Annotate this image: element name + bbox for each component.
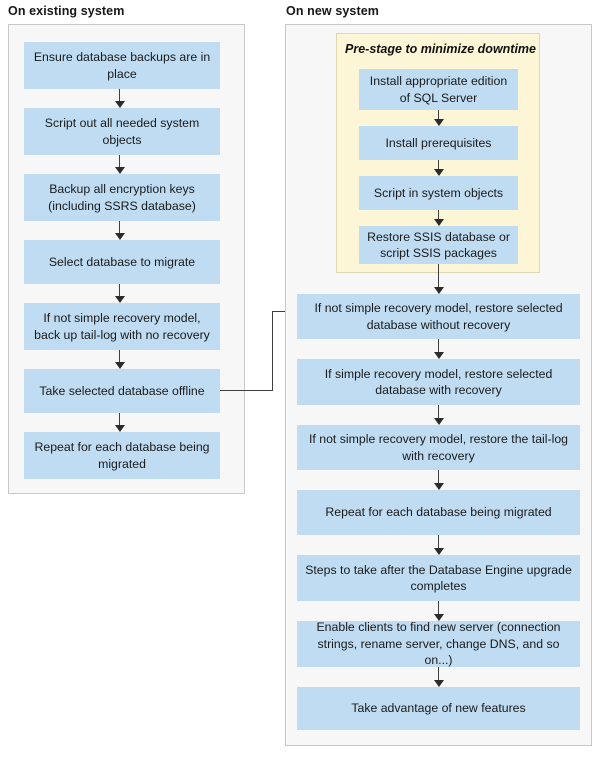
node-take-offline[interactable]: Take selected database offline <box>24 369 220 413</box>
connector-ensure-backups-to-script-system-objects <box>114 89 125 108</box>
connector-script-in-system-objects-to-restore-ssis <box>433 210 444 226</box>
node-repeat-each-database-new[interactable]: Repeat for each database being migrated <box>297 490 580 535</box>
node-take-advantage[interactable]: Take advantage of new features <box>297 687 580 730</box>
connector-backup-tail-log-to-take-offline <box>114 350 125 369</box>
connector-restore-with-recovery-to-restore-tail-log <box>433 405 444 425</box>
connector-script-system-objects-to-backup-encryption-keys <box>114 155 125 174</box>
node-ensure-backups[interactable]: Ensure database backups are in place <box>24 42 220 89</box>
node-post-upgrade-steps[interactable]: Steps to take after the Database Engine … <box>297 555 580 601</box>
connector-restore-tail-log-to-repeat-each-database-new <box>433 470 444 490</box>
node-backup-encryption-keys[interactable]: Backup all encryption keys (including SS… <box>24 174 220 221</box>
node-install-prerequisites[interactable]: Install prerequisites <box>359 126 518 160</box>
node-enable-clients[interactable]: Enable clients to find new server (conne… <box>297 620 580 667</box>
node-restore-tail-log[interactable]: If not simple recovery model, restore th… <box>297 425 580 470</box>
node-script-in-system-objects[interactable]: Script in system objects <box>359 176 518 210</box>
node-install-edition[interactable]: Install appropriate edition of SQL Serve… <box>359 69 518 110</box>
node-repeat-each-database[interactable]: Repeat for each database being migrated <box>24 432 220 479</box>
connector-enable-clients-to-take-advantage <box>433 667 444 687</box>
connector-restore-without-recovery-to-restore-with-recovery <box>433 339 444 359</box>
connector-restore-ssis-to-restore-without-recovery <box>433 264 444 294</box>
connector-install-prerequisites-to-script-in-system-objects <box>433 160 444 176</box>
connector-post-upgrade-steps-to-enable-clients <box>433 601 444 621</box>
node-select-database[interactable]: Select database to migrate <box>24 240 220 284</box>
column-title-new-system: On new system <box>286 4 379 18</box>
node-restore-ssis[interactable]: Restore SSIS database or script SSIS pac… <box>359 226 518 264</box>
connector-backup-encryption-keys-to-select-database <box>114 221 125 240</box>
connector-take-offline-to-repeat-each-database <box>114 413 125 432</box>
node-backup-tail-log[interactable]: If not simple recovery model, back up ta… <box>24 303 220 350</box>
connector-repeat-each-database-new-to-post-upgrade-steps <box>433 535 444 555</box>
column-title-existing-system: On existing system <box>8 4 125 18</box>
node-restore-without-recovery[interactable]: If not simple recovery model, restore se… <box>297 294 580 339</box>
prestage-group-title: Pre-stage to minimize downtime <box>345 42 537 56</box>
node-restore-with-recovery[interactable]: If simple recovery model, restore select… <box>297 359 580 405</box>
node-script-system-objects[interactable]: Script out all needed system objects <box>24 108 220 155</box>
connector-install-edition-to-install-prerequisites <box>433 110 444 126</box>
connector-select-database-to-backup-tail-log <box>114 284 125 303</box>
